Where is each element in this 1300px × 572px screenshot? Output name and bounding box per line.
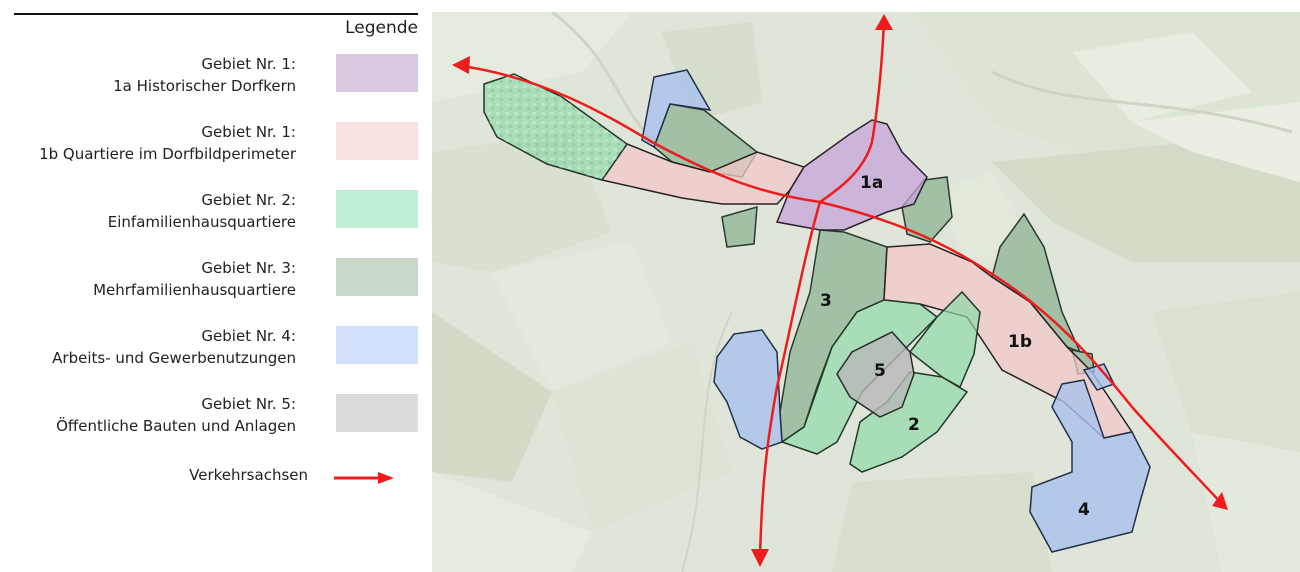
legend-title: Legende xyxy=(345,18,418,38)
aerial-background xyxy=(432,12,1300,572)
legend-swatch-zone-5 xyxy=(336,394,418,432)
legend-item-description: Mehrfamilienhausquartiere xyxy=(93,281,296,299)
zone-3-area-west xyxy=(721,205,758,248)
zone-label-5: 5 xyxy=(874,361,886,381)
zone-4-areas xyxy=(641,69,1151,553)
legend-item-heading: Gebiet Nr. 4: xyxy=(201,327,296,345)
arrowhead-northwest xyxy=(452,56,470,74)
legend-item-zone-1a: Gebiet Nr. 1: 1a Historischer Dorfkern xyxy=(0,53,418,97)
legend-swatch-zone-1a xyxy=(336,54,418,92)
legend-item-zone-3: Gebiet Nr. 3: Mehrfamilienhausquartiere xyxy=(0,257,418,301)
red-arrow-icon xyxy=(334,472,394,484)
legend-swatch-zone-2 xyxy=(336,190,418,228)
legend-item-traffic-axes: Verkehrsachsen xyxy=(0,466,418,490)
legend-item-zone-5: Gebiet Nr. 5: Öffentliche Bauten und Anl… xyxy=(0,393,418,437)
legend-item-description: 1b Quartiere im Dorfbildperimeter xyxy=(39,145,296,163)
legend-swatch-zone-3 xyxy=(336,258,418,296)
traffic-axes xyxy=(461,21,1223,558)
legend-item-heading: Gebiet Nr. 1: xyxy=(201,55,296,73)
legend-item-heading: Gebiet Nr. 3: xyxy=(201,259,296,277)
legend-item-heading: Gebiet Nr. 1: xyxy=(201,123,296,141)
zone-4-area-southeast xyxy=(1029,379,1151,553)
legend-item-zone-1b: Gebiet Nr. 1: 1b Quartiere im Dorfbildpe… xyxy=(0,121,418,165)
traffic-axis-north xyxy=(819,21,886,204)
arrowhead-southeast xyxy=(1212,492,1228,510)
zone-label-2: 2 xyxy=(908,415,920,435)
zone-label-1a: 1a xyxy=(860,173,883,193)
zone-label-4: 4 xyxy=(1078,500,1090,520)
legend-item-description: Einfamilienhausquartiere xyxy=(107,213,296,231)
traffic-axis-southeast xyxy=(819,200,1223,505)
zone-label-1b: 1b xyxy=(1008,332,1032,352)
zone-2-area-northwest-pattern xyxy=(484,74,627,180)
legend-divider xyxy=(14,13,418,15)
traffic-axis-northwest xyxy=(461,64,821,204)
legend-swatch-zone-4 xyxy=(336,326,418,364)
legend-item-description: 1a Historischer Dorfkern xyxy=(113,77,296,95)
traffic-axis-south xyxy=(758,201,822,558)
arrowhead-north xyxy=(875,14,893,30)
zone-2-area-central xyxy=(908,290,981,389)
legend-panel: Legende Gebiet Nr. 1: 1a Historischer Do… xyxy=(0,0,430,572)
legend-item-zone-4: Gebiet Nr. 4: Arbeits- und Gewerbenutzun… xyxy=(0,325,418,369)
legend-item-description: Öffentliche Bauten und Anlagen xyxy=(56,417,296,435)
legend-item-zone-2: Gebiet Nr. 2: Einfamilienhausquartiere xyxy=(0,189,418,233)
zone-4-area-north xyxy=(641,69,712,149)
legend-swatch-zone-1b xyxy=(336,122,418,160)
arrowhead-south xyxy=(751,549,769,567)
legend-item-heading: Gebiet Nr. 5: xyxy=(201,395,296,413)
zone-5-area xyxy=(836,331,915,418)
legend-item-heading: Gebiet Nr. 2: xyxy=(201,191,296,209)
legend-item-description: Arbeits- und Gewerbenutzungen xyxy=(52,349,296,367)
zone-label-3: 3 xyxy=(820,291,832,311)
traffic-axis-arrowheads xyxy=(452,14,1228,567)
legend-traffic-axes-label: Verkehrsachsen xyxy=(189,466,308,484)
zoning-map: 1a 1b 2 3 4 5 xyxy=(432,12,1300,572)
zoning-map-svg: 1a 1b 2 3 4 5 xyxy=(432,12,1300,572)
zone-4-area-west xyxy=(713,329,783,450)
